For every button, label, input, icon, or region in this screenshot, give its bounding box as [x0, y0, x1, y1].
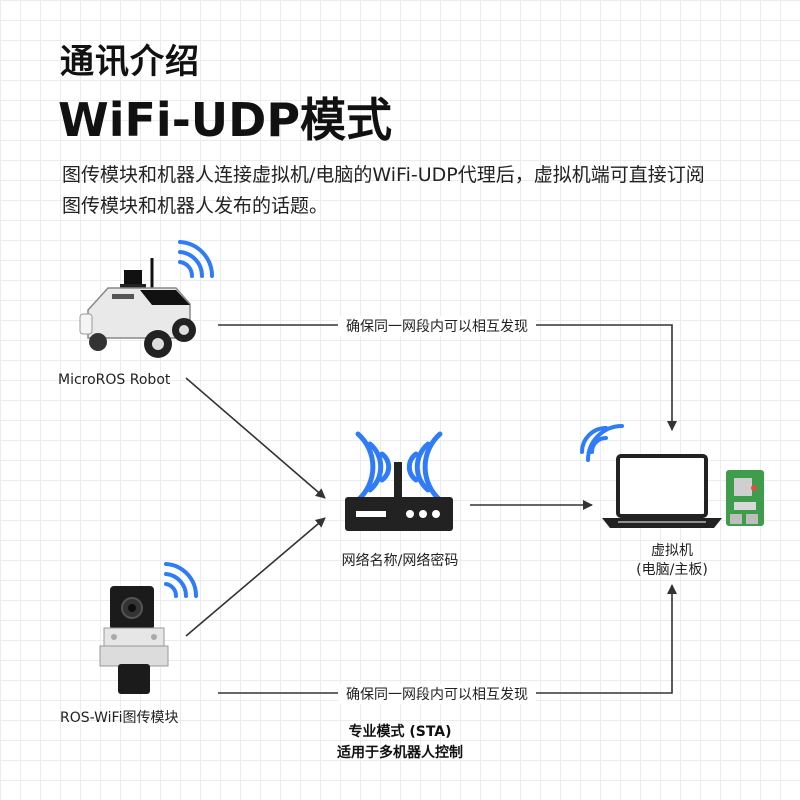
robot-to-computer-line: [218, 324, 677, 431]
camera-module-label: ROS-WiFi图传模块: [60, 710, 179, 726]
router-label: 网络名称/网络密码: [341, 553, 459, 569]
robot-label: MicroROS Robot: [58, 372, 171, 388]
description-text: 图传模块和机器人连接虚拟机/电脑的WiFi-UDP代理后，虚拟机端可直接订阅图传…: [62, 164, 705, 217]
section-title: 通讯介绍: [60, 42, 200, 82]
camera-module-icon: [99, 562, 199, 694]
usage-line: 适用于多机器人控制: [337, 745, 463, 761]
mainboard-icon: [726, 470, 764, 526]
mode-caption: 专业模式 (STA) 适用于多机器人控制: [300, 722, 500, 764]
robot-to-router-arrow: [185, 377, 326, 499]
camera-to-router-arrow: [185, 517, 326, 637]
computer-label-name: 虚拟机: [651, 543, 693, 559]
page-title: WiFi-UDP模式: [58, 93, 393, 147]
laptop-icon: [580, 424, 722, 528]
bottom-link-label: 确保同一网段内可以相互发现: [338, 684, 536, 704]
camera-to-computer-line: [218, 584, 677, 694]
router-icon: [345, 431, 453, 531]
robot-icon: [79, 240, 215, 358]
computer-label-note: (电脑/主板): [636, 562, 708, 578]
computer-label: 虚拟机 (电脑/主板): [612, 542, 732, 580]
top-link-label: 确保同一网段内可以相互发现: [338, 316, 536, 336]
mode-line: 专业模式 (STA): [348, 724, 452, 740]
